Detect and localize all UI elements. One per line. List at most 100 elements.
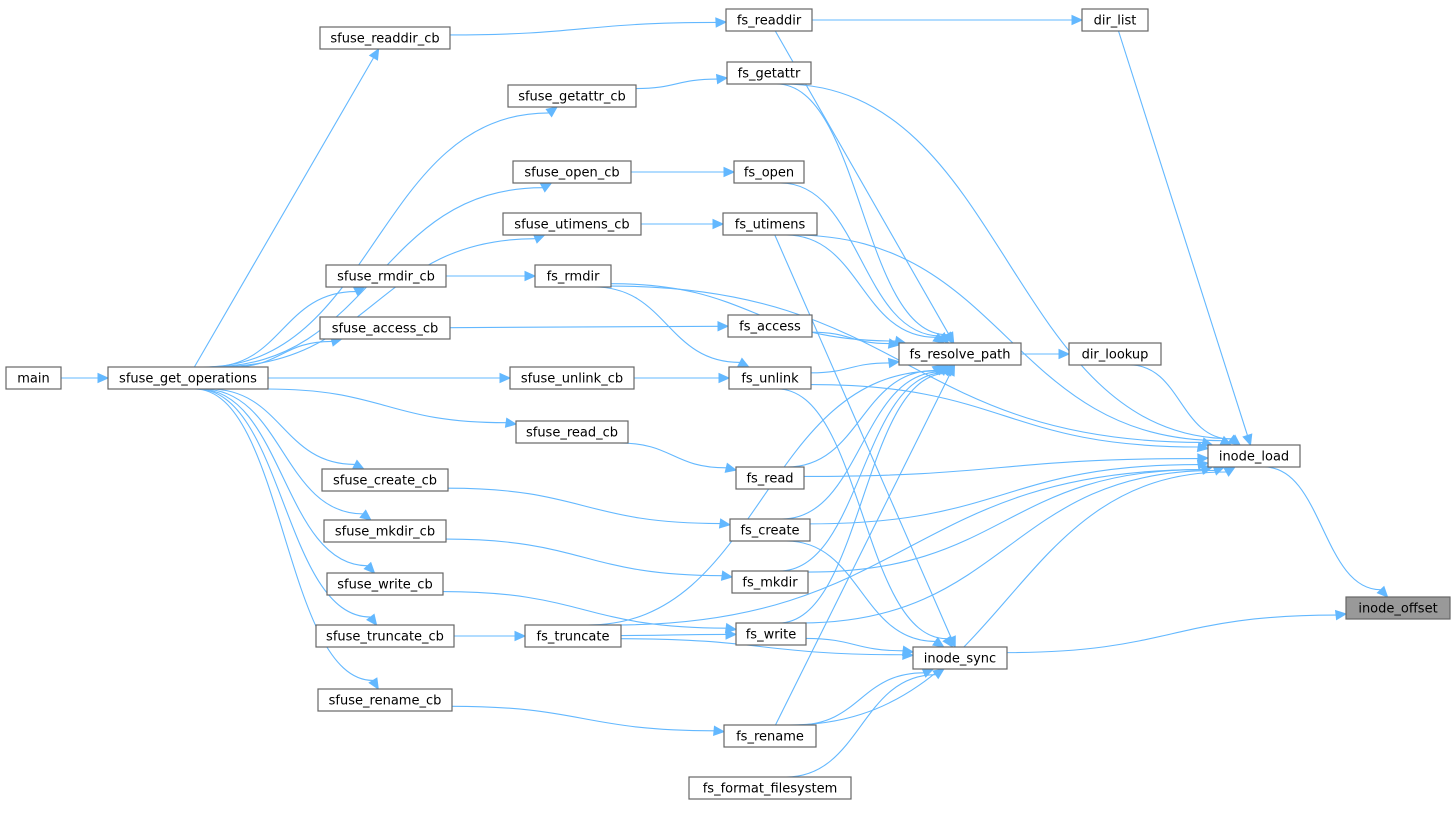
node-box-fs-readdir	[725, 8, 813, 32]
node-label-dir-lookup: dir_lookup	[1082, 348, 1149, 363]
node-dir-lookup[interactable]: dir_lookup	[1068, 342, 1162, 366]
edge-fs-truncate-to-inode-sync	[620, 638, 904, 656]
edge-dir-list-to-inode-load	[1117, 30, 1248, 436]
edge-fs-rmdir-to-fs-unlink	[594, 286, 740, 363]
node-label-sfuse-write-cb: sfuse_write_cb	[337, 578, 432, 593]
arrowhead-fs-unlink-to-fs-resolve-path	[887, 357, 901, 369]
edge-fs-write-to-fs-resolve-path	[778, 372, 947, 624]
edge-fs-unlink-to-inode-sync	[777, 388, 947, 640]
node-sfuse-readdir-cb[interactable]: sfuse_readdir_cb	[319, 26, 451, 50]
edge-sfuse-readdir-cb-to-fs-readdir	[449, 21, 717, 36]
node-fs-getattr[interactable]: fs_getattr	[726, 61, 812, 85]
node-sfuse-rename-cb[interactable]: sfuse_rename_cb	[317, 688, 453, 712]
node-fs-unlink[interactable]: fs_unlink	[728, 366, 812, 390]
node-sfuse-get-operations[interactable]: sfuse_get_operations	[107, 366, 269, 390]
node-sfuse-getattr-cb[interactable]: sfuse_getattr_cb	[507, 84, 637, 108]
edge-sfuse-get-operations-to-sfuse-utimens-cb	[215, 238, 536, 368]
node-box-sfuse-rename-cb	[317, 688, 453, 712]
arrowhead-sfuse-read-cb-to-fs-read	[724, 462, 738, 473]
node-label-fs-create: fs_create	[740, 524, 799, 539]
arrowhead-dir-lookup-to-inode-load	[1227, 434, 1240, 446]
node-sfuse-read-cb[interactable]: sfuse_read_cb	[515, 420, 629, 444]
node-inode-load[interactable]: inode_load	[1207, 444, 1301, 468]
arrowhead-sfuse-get-operations-to-sfuse-unlink-cb	[499, 372, 512, 384]
node-label-fs-unlink: fs_unlink	[741, 372, 799, 387]
node-box-sfuse-write-cb	[326, 572, 444, 596]
node-fs-truncate[interactable]: fs_truncate	[524, 624, 622, 648]
edge-sfuse-write-cb-to-fs-write	[442, 590, 727, 629]
node-sfuse-truncate-cb[interactable]: sfuse_truncate_cb	[315, 624, 455, 648]
arrowhead-sfuse-get-operations-to-sfuse-open-cb	[539, 182, 553, 193]
node-label-sfuse-getattr-cb: sfuse_getattr_cb	[518, 90, 626, 105]
node-fs-rename[interactable]: fs_rename	[723, 724, 817, 748]
node-label-sfuse-truncate-cb: sfuse_truncate_cb	[326, 630, 444, 645]
node-label-sfuse-rmdir-cb: sfuse_rmdir_cb	[337, 270, 435, 285]
edge-fs-format-filesystem-to-inode-sync	[786, 674, 936, 778]
node-sfuse-create-cb[interactable]: sfuse_create_cb	[321, 468, 449, 492]
edge-fs-unlink-to-inode-load	[810, 384, 1199, 448]
node-dir-list[interactable]: dir_list	[1081, 8, 1149, 32]
node-fs-readdir[interactable]: fs_readdir	[725, 8, 813, 32]
edge-fs-rename-to-fs-resolve-path	[774, 373, 951, 726]
node-box-fs-rmdir	[534, 264, 612, 288]
node-label-sfuse-unlink-cb: sfuse_unlink_cb	[521, 372, 623, 387]
arrowhead-fs-rename-to-fs-resolve-path	[945, 363, 956, 377]
edge-fs-unlink-to-fs-resolve-path	[810, 362, 890, 374]
node-fs-access[interactable]: fs_access	[727, 314, 813, 338]
node-label-fs-truncate: fs_truncate	[537, 630, 610, 645]
arrowhead-main-to-sfuse-get-operations	[97, 372, 110, 384]
edge-sfuse-get-operations-to-sfuse-getattr-cb	[202, 112, 549, 368]
node-box-sfuse-open-cb	[512, 160, 632, 184]
node-sfuse-utimens-cb[interactable]: sfuse_utimens_cb	[502, 212, 642, 236]
edge-fs-mkdir-to-fs-resolve-path	[779, 372, 945, 572]
node-sfuse-rmdir-cb[interactable]: sfuse_rmdir_cb	[325, 264, 447, 288]
node-fs-create[interactable]: fs_create	[729, 518, 811, 542]
node-inode-offset[interactable]: inode_offset	[1345, 596, 1451, 620]
edge-fs-utimens-to-fs-resolve-path	[786, 234, 936, 338]
arrowhead-fs-truncate-to-fs-resolve-path	[933, 364, 946, 376]
edges-layer	[60, 14, 1389, 778]
arrowhead-fs-resolve-path-to-dir-lookup	[1058, 348, 1071, 360]
node-sfuse-mkdir-cb[interactable]: sfuse_mkdir_cb	[323, 519, 447, 543]
arrowhead-sfuse-get-operations-to-sfuse-read-cb	[504, 417, 518, 428]
node-box-fs-mkdir	[731, 570, 809, 594]
node-box-sfuse-getattr-cb	[507, 84, 637, 108]
node-label-fs-readdir: fs_readdir	[737, 14, 802, 29]
arrowhead-fs-access-to-fs-resolve-path	[887, 338, 901, 349]
node-sfuse-write-cb[interactable]: sfuse_write_cb	[326, 572, 444, 596]
node-fs-open[interactable]: fs_open	[733, 160, 805, 184]
arrowhead-dir-list-to-inode-load	[1242, 433, 1253, 447]
edge-sfuse-rename-cb-to-fs-rename	[451, 705, 715, 732]
arrowhead-sfuse-access-cb-to-fs-access	[717, 320, 730, 332]
node-main[interactable]: main	[5, 366, 62, 390]
node-fs-write[interactable]: fs_write	[735, 622, 807, 646]
edge-inode-sync-to-inode-offset	[1006, 614, 1337, 654]
node-sfuse-unlink-cb[interactable]: sfuse_unlink_cb	[509, 366, 635, 390]
node-label-sfuse-open-cb: sfuse_open_cb	[524, 166, 619, 181]
node-fs-format-filesystem[interactable]: fs_format_filesystem	[688, 776, 852, 800]
arrowhead-sfuse-rmdir-cb-to-fs-rmdir	[524, 270, 537, 282]
arrowhead-sfuse-open-cb-to-fs-open	[723, 166, 736, 178]
node-fs-mkdir[interactable]: fs_mkdir	[731, 570, 809, 594]
node-fs-resolve-path[interactable]: fs_resolve_path	[898, 342, 1022, 366]
arrowhead-fs-rename-to-inode-load	[1223, 466, 1237, 477]
edge-fs-write-to-inode-load	[800, 469, 1215, 624]
node-sfuse-access-cb[interactable]: sfuse_access_cb	[319, 316, 451, 340]
arrowhead-inode-load-to-inode-offset	[1376, 585, 1389, 598]
arrowhead-sfuse-getattr-cb-to-fs-getattr	[715, 73, 729, 85]
node-fs-read[interactable]: fs_read	[735, 466, 805, 490]
node-fs-utimens[interactable]: fs_utimens	[722, 212, 818, 236]
edge-fs-getattr-to-inode-load	[782, 83, 1233, 440]
node-sfuse-open-cb[interactable]: sfuse_open_cb	[512, 160, 632, 184]
node-box-sfuse-unlink-cb	[509, 366, 635, 390]
node-fs-rmdir[interactable]: fs_rmdir	[534, 264, 612, 288]
edge-dir-lookup-to-inode-load	[1129, 364, 1231, 440]
edge-sfuse-get-operations-to-sfuse-write-cb	[198, 388, 368, 567]
edge-sfuse-get-operations-to-sfuse-rename-cb	[194, 388, 374, 682]
arrowhead-sfuse-get-operations-to-sfuse-getattr-cb	[545, 106, 559, 118]
node-label-fs-access: fs_access	[739, 320, 801, 335]
node-label-fs-utimens: fs_utimens	[735, 218, 806, 233]
edge-sfuse-get-operations-to-sfuse-read-cb	[266, 388, 507, 424]
node-inode-sync[interactable]: inode_sync	[912, 646, 1008, 670]
node-label-fs-getattr: fs_getattr	[738, 67, 801, 82]
